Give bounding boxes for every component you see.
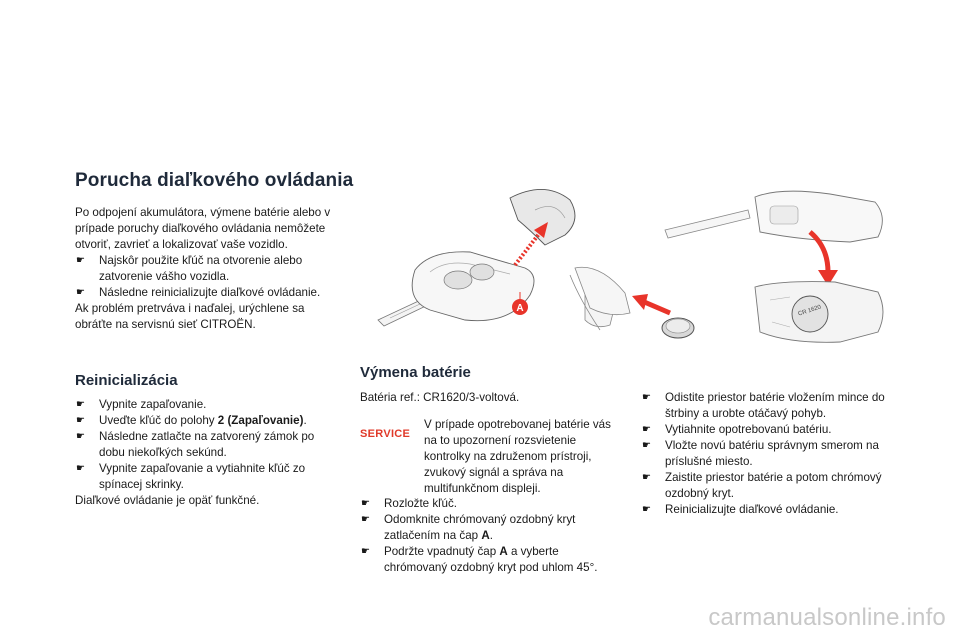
- intro-bullet: ☛Následne reinicializujte diaľkové ovlád…: [76, 286, 321, 299]
- key-illustration-open: CR 1620: [664, 190, 884, 343]
- bullet-icon: ☛: [642, 440, 651, 451]
- bullet-icon: ☛: [361, 546, 370, 557]
- battery-step: ☛Odistite priestor batérie vložením minc…: [642, 391, 885, 420]
- bullet-icon: ☛: [76, 399, 85, 410]
- intro-section: Po odpojení akumulátora, výmene batérie …: [75, 205, 337, 333]
- battery-step: ☛Vložte novú batériu správnym smerom na …: [642, 439, 879, 468]
- bullet-icon: ☛: [76, 415, 85, 426]
- battery-warning-line1: V prípade opotrebovanej batérie vás na t…: [424, 418, 611, 495]
- bullet-icon: ☛: [642, 472, 651, 483]
- service-label: SERVICE: [360, 428, 411, 440]
- battery-step: ☛Zaistite priestor batérie a potom chróm…: [642, 471, 882, 500]
- battery-step: ☛Podržte vpadnutý čap A a vyberte chrómo…: [361, 545, 598, 574]
- bullet-icon: ☛: [76, 463, 85, 474]
- battery-step: ☛Reinicializujte diaľkové ovládanie.: [642, 503, 839, 516]
- key-illustration-cover: A: [377, 189, 616, 331]
- battery-ref: Batéria ref.: CR1620/3-voltová.: [360, 391, 520, 404]
- bullet-icon: ☛: [76, 255, 85, 266]
- reinit-after: Diaľkové ovládanie je opäť funkčné.: [75, 494, 260, 507]
- bullet-icon: ☛: [361, 514, 370, 525]
- reinit-step: ☛Uveďte kľúč do polohy 2 (Zapaľovanie).: [76, 414, 307, 427]
- battery-step: ☛Vytiahnite opotrebovanú batériu.: [642, 423, 832, 436]
- callout-a-label: A: [516, 303, 523, 314]
- bullet-icon: ☛: [76, 287, 85, 298]
- battery-heading: Výmena batérie: [360, 364, 471, 381]
- battery-steps-right: ☛Odistite priestor batérie vložením minc…: [641, 390, 911, 518]
- reinit-step: ☛Vypnite zapaľovanie a vytiahnite kľúč z…: [76, 462, 306, 491]
- watermark: carmanualsonline.info: [708, 604, 946, 631]
- reinit-step: ☛Vypnite zapaľovanie.: [76, 398, 207, 411]
- reinit-heading: Reinicializácia: [75, 372, 178, 389]
- intro-bullet: ☛Najskôr použite kľúč na otvorenie alebo…: [76, 254, 303, 283]
- page-title: Porucha diaľkového ovládania: [75, 170, 354, 191]
- service-warning-icon: SERVICE: [360, 424, 411, 442]
- intro-text: Po odpojení akumulátora, výmene batérie …: [75, 206, 331, 251]
- reinit-step: ☛Následne zatlačte na zatvorený zámok po…: [76, 430, 315, 459]
- bullet-icon: ☛: [642, 392, 651, 403]
- battery-step: ☛Rozložte kľúč.: [361, 497, 457, 510]
- bullet-icon: ☛: [361, 498, 370, 509]
- intro-after: Ak problém pretrváva i naďalej, urýchlen…: [75, 302, 305, 331]
- bullet-icon: ☛: [76, 431, 85, 442]
- reinit-section: ☛Vypnite zapaľovanie. ☛Uveďte kľúč do po…: [75, 397, 343, 509]
- bullet-icon: ☛: [642, 424, 651, 435]
- battery-step: ☛Odomknite chrómovaný ozdobný kryt zatla…: [361, 513, 576, 542]
- battery-steps-left: ☛Rozložte kľúč. ☛Odomknite chrómovaný oz…: [360, 496, 622, 576]
- bullet-icon: ☛: [642, 504, 651, 515]
- battery-insert-illustration: [574, 266, 695, 339]
